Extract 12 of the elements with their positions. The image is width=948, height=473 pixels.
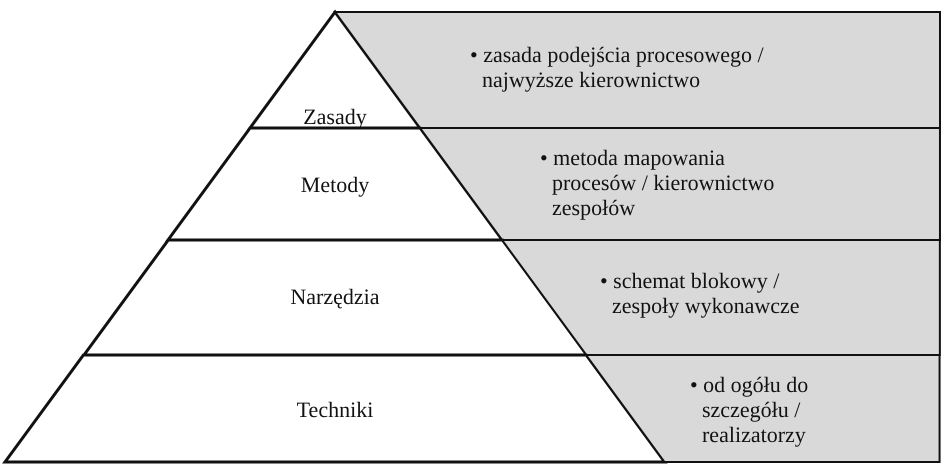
description-band (420, 128, 940, 240)
level-label: Narzędzia (289, 284, 381, 309)
level-label: Metody (300, 172, 370, 197)
pyramid-level (168, 128, 502, 240)
level-label: Zasady (302, 104, 368, 129)
description-text: • metoda mapowania procesów / kierownictwo zespołów (540, 145, 776, 220)
level-label: Techniki (296, 397, 374, 422)
description-text: • od ogółu do szczegółu / realizatorzy (690, 372, 810, 447)
pyramid-level (5, 355, 665, 462)
description-text: • zasada podejścia procesowego / najwyższe kierownictwo (470, 42, 765, 92)
pyramid-level (84, 240, 586, 355)
description-text: • schemat blokowy / zespoły wykonawcze (600, 268, 801, 318)
